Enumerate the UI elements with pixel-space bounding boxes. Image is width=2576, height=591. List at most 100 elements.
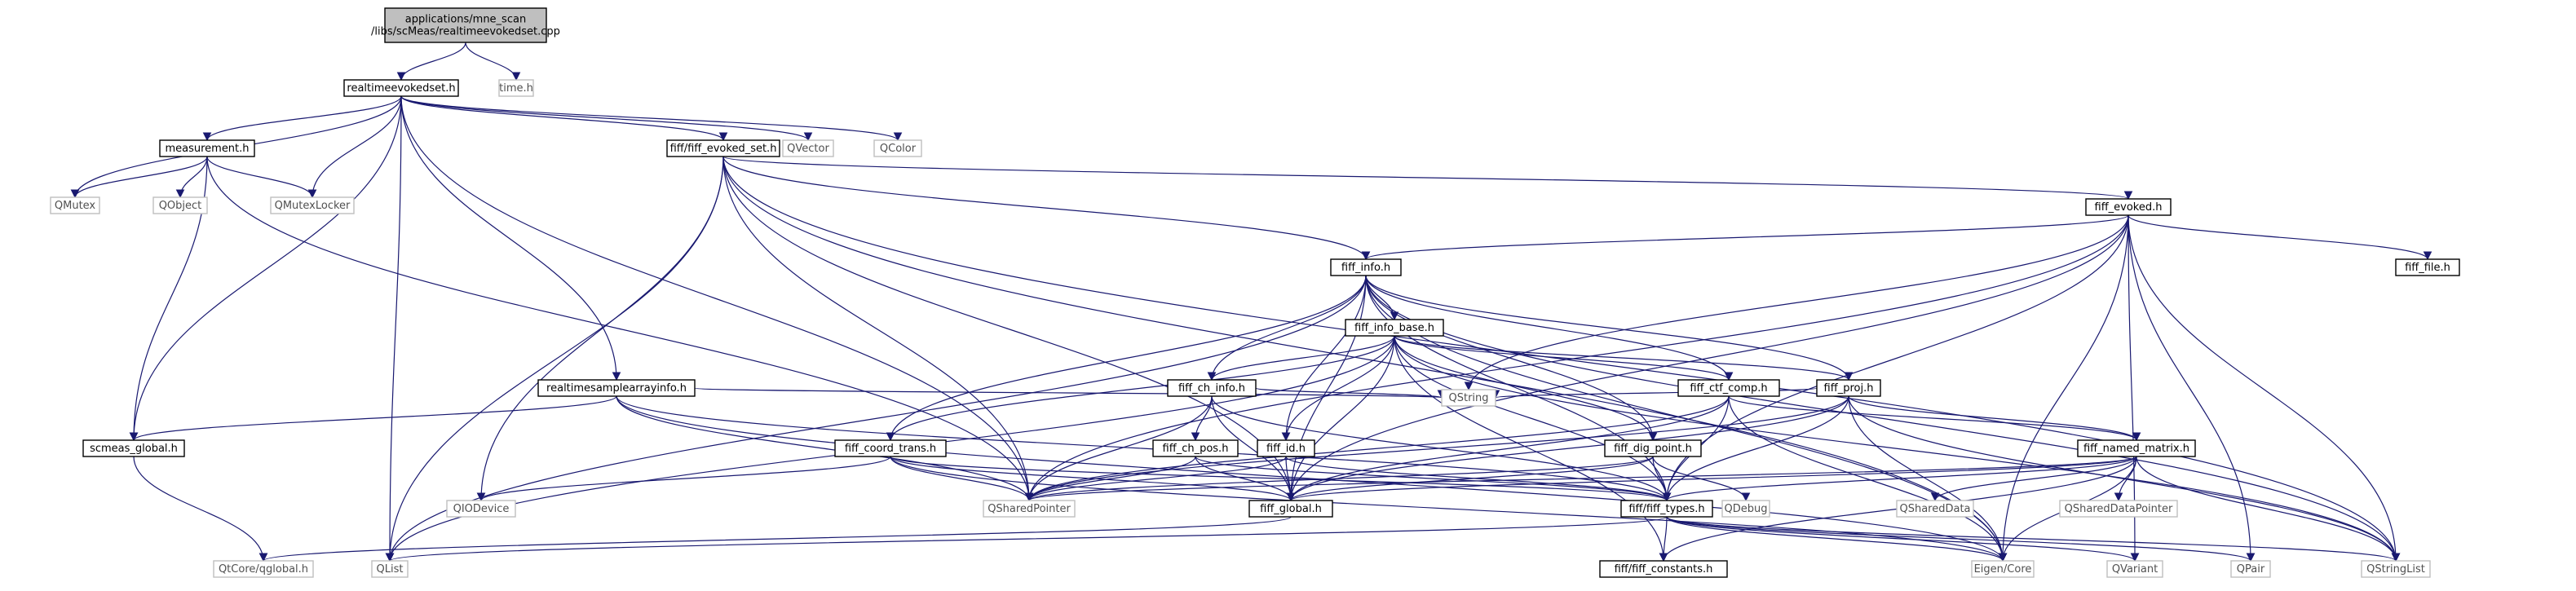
node-fiff-global-h[interactable]: fiff_global.h (1248, 500, 1333, 518)
edge-fiff_ctf_comp_h-to-fiff_named_matrix_h (1728, 395, 2141, 442)
node-label: QSharedData (1899, 503, 1970, 515)
node-QList: QList (371, 560, 409, 578)
node-fiff-types-h[interactable]: fiff/fiff_types.h (1620, 500, 1713, 518)
node-box (2077, 439, 2196, 457)
edge-fiff_named_matrix_h-to-QSharedPointer (1025, 456, 2137, 502)
node-label: fiff_named_matrix.h (2083, 443, 2189, 455)
edge-fiff_proj_h-to-QStringList (1848, 395, 2401, 562)
node-QVector: QVector (782, 139, 834, 157)
edge-fiff_info_base_h-to-fiff_global_h (1286, 335, 1395, 502)
node-realtimeevokedset-h[interactable]: realtimeevokedset.h (343, 79, 459, 97)
edge-fiff_evoked_set_h-to-QIODevice (476, 156, 724, 502)
node-box (213, 560, 314, 578)
edge-realtimeevokedset_h-to-fiff_evoked_set_h (400, 95, 728, 142)
edge-realtimeevokedset_h-to-QList (385, 95, 402, 562)
node-fiff-ch-info-h[interactable]: fiff_ch_info.h (1167, 379, 1257, 397)
edge-fiff_types_h-to-QVariant (1666, 516, 2140, 562)
node-QDebug: QDebug (1721, 500, 1770, 518)
edge-fiff_proj_h-to-fiff_named_matrix_h (1848, 395, 2141, 442)
edge-fiff_evoked_h-to-fiff_info_h (1361, 214, 2129, 261)
node-box (498, 79, 534, 97)
edge-measurement_h-to-QObject (175, 156, 208, 199)
edge-fiff_dig_point_h-to-fiff_global_h (1286, 456, 1654, 502)
edge-fiff_types_h-to-QStringList (1666, 516, 2401, 562)
edge-layer (70, 42, 2432, 562)
edge-fiff_info_h-to-fiff_dig_point_h (1365, 275, 1658, 442)
node-box (446, 500, 516, 518)
node-measurement-h[interactable]: measurement.h (159, 139, 255, 157)
node-time-h: time.h (498, 79, 534, 97)
node-fiff-id-h[interactable]: fiff_id.h (1257, 439, 1315, 457)
edge-realtimeevokedset_h-to-realtimesamplearrayinfo_h (400, 95, 621, 382)
node-fiff-evoked-set-h[interactable]: fiff/fiff_evoked_set.h (666, 139, 780, 157)
node-QString: QString (1441, 389, 1496, 407)
edge-fiff_info_h-to-fiff_proj_h (1365, 275, 1854, 382)
edge-fiff_dig_point_h-to-QSharedPointer (1024, 456, 1654, 502)
edge-fiff_evoked_set_h-to-fiff_evoked_h (722, 156, 2132, 201)
node-root[interactable]: applications/mne_scan/libs/scMeas/realti… (371, 7, 560, 43)
edge-fiff_proj_h-to-Eigen_Core (1848, 395, 2008, 562)
edge-fiff_ctf_comp_h-to-fiff_global_h (1286, 395, 1730, 502)
edge-fiff_named_matrix_h-to-fiff_global_h (1287, 456, 2137, 502)
node-label: QDebug (1725, 503, 1768, 515)
edge-root-to-realtimeevokedset_h (396, 42, 466, 82)
edge-fiff_info_base_h-to-fiff_types_h (1394, 335, 1672, 502)
node-box (1257, 439, 1315, 457)
node-label: QSharedDataPointer (2065, 503, 2173, 515)
edge-fiff_evoked_h-to-QSharedPointer (1024, 214, 2129, 502)
node-QSharedPointer: QSharedPointer (983, 500, 1076, 518)
node-fiff-proj-h[interactable]: fiff_proj.h (1816, 379, 1881, 397)
node-label: /libs/scMeas/realtimeevokedset.cpp (371, 26, 560, 38)
edge-fiff_evoked_set_h-to-QList (385, 156, 724, 562)
edge-fiff_info_base_h-to-fiff_id_h (1281, 335, 1395, 442)
node-fiff-named-matrix-h[interactable]: fiff_named_matrix.h (2077, 439, 2196, 457)
node-label: fiff_coord_trans.h (845, 443, 936, 455)
node-fiff-dig-point-h[interactable]: fiff_dig_point.h (1604, 439, 1702, 457)
edge-fiff_evoked_h-to-QStringList (2128, 214, 2401, 562)
edge-fiff_types_h-to-QList (386, 516, 1668, 562)
node-label: fiff_info.h (1341, 262, 1390, 274)
node-fiff-evoked-h[interactable]: fiff_evoked.h (2085, 198, 2172, 216)
node-fiff-file-h[interactable]: fiff_file.h (2395, 258, 2460, 276)
node-fiff-info-h[interactable]: fiff_info.h (1330, 258, 1402, 276)
node-label: QIODevice (453, 503, 510, 515)
node-fiff-info-base-h[interactable]: fiff_info_base.h (1345, 319, 1444, 337)
edge-fiff_named_matrix_h-to-QSharedData (1930, 456, 2137, 502)
node-box (1604, 439, 1702, 457)
node-label: Eigen/Core (1974, 563, 2032, 576)
edge-fiff_ctf_comp_h-to-Eigen_Core (1728, 395, 2008, 562)
node-fiff-constants-h[interactable]: fiff/fiff_constants.h (1599, 560, 1728, 578)
node-scmeas-global-h[interactable]: scmeas_global.h (82, 439, 185, 457)
node-box (1345, 319, 1444, 337)
node-fiff-ctf-comp-h[interactable]: fiff_ctf_comp.h (1677, 379, 1780, 397)
node-box (2059, 500, 2178, 518)
edge-fiff_evoked_h-to-fiff_file_h (2128, 214, 2432, 261)
edge-fiff_ch_pos_h-to-fiff_types_h (1195, 456, 1672, 502)
node-box (1167, 379, 1257, 397)
edge-fiff_evoked_set_h-to-fiff_info_h (722, 156, 1371, 261)
edge-fiff_named_matrix_h-to-QStringList (2136, 456, 2401, 562)
edge-fiff_info_h-to-fiff_global_h (1286, 275, 1367, 502)
node-label: time.h (499, 82, 533, 95)
node-box (1816, 379, 1881, 397)
node-box (343, 79, 459, 97)
edge-fiff_info_base_h-to-fiff_ch_info_h (1207, 335, 1395, 382)
node-fiff-ch-pos-h[interactable]: fiff_ch_pos.h (1152, 439, 1239, 457)
edge-fiff_evoked_h-to-fiff_types_h (1662, 214, 2129, 502)
node-realtimesamplearrayinfo-h[interactable]: realtimesamplearrayinfo.h (537, 379, 696, 397)
node-fiff-coord-trans-h[interactable]: fiff_coord_trans.h (834, 439, 947, 457)
node-label: QMutexLocker (275, 200, 351, 212)
node-layer: applications/mne_scan/libs/scMeas/realti… (50, 7, 2460, 578)
edge-fiff_evoked_h-to-QString (1464, 214, 2129, 391)
edge-fiff_evoked_h-to-fiff_global_h (1286, 214, 2129, 502)
node-box (1152, 439, 1239, 457)
node-box (537, 379, 696, 397)
node-label: fiff/fiff_constants.h (1615, 563, 1713, 576)
node-label: realtimeevokedset.h (347, 82, 455, 95)
edge-realtimeevokedset_h-to-QColor (400, 95, 903, 142)
edge-fiff_info_base_h-to-fiff_ctf_comp_h (1394, 335, 1734, 382)
edge-measurement_h-to-QSharedPointer (206, 156, 1034, 502)
edge-fiff_id_h-to-QSharedPointer (1024, 456, 1287, 502)
node-label: fiff_evoked.h (2095, 201, 2163, 214)
